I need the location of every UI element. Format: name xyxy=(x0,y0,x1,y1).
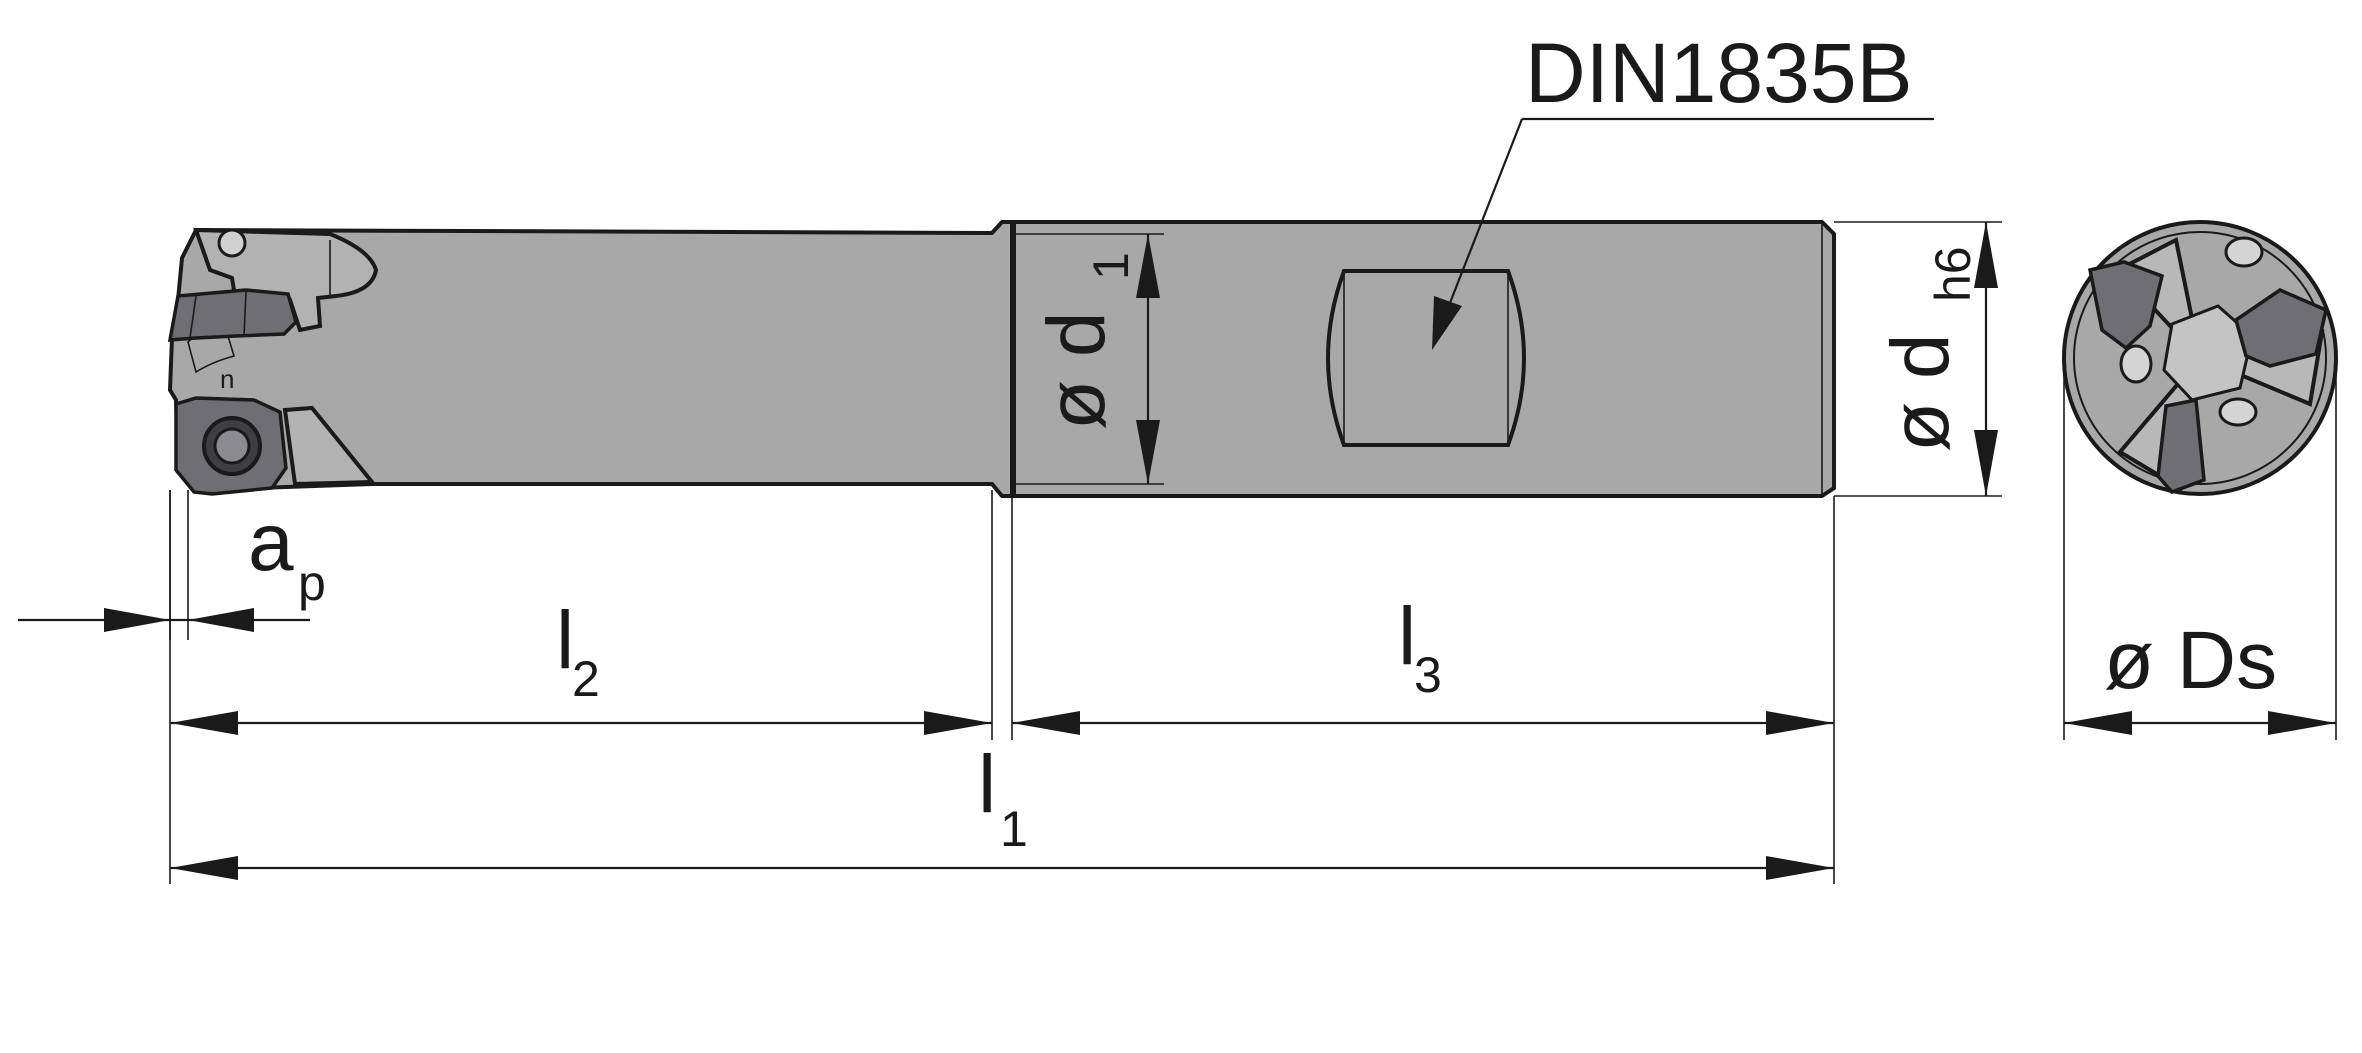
ap-arrow-left xyxy=(104,608,170,632)
d1-arrow-bottom xyxy=(1136,420,1160,484)
ds-label: ø Ds xyxy=(2104,615,2277,706)
head-detail-mark: n xyxy=(220,364,234,394)
end-insert-3 xyxy=(2156,397,2206,495)
ap-label: a xyxy=(248,497,294,588)
ds-arrow-right xyxy=(2268,711,2336,735)
l1-label: l xyxy=(978,739,996,830)
din-leader-line xyxy=(1446,118,1524,309)
l2-arrow-right xyxy=(924,711,992,735)
l3-label-sub: 3 xyxy=(1414,647,1442,703)
ap-label-sub: p xyxy=(298,555,326,611)
l2-arrow-left xyxy=(170,711,238,735)
end-coolant-hole-2 xyxy=(2224,236,2264,268)
l2-label: l xyxy=(556,595,574,686)
d1-label: ø d xyxy=(1031,312,1122,430)
l3-arrow-right xyxy=(1766,711,1834,735)
din-standard-label: DIN1835B xyxy=(1525,26,1913,120)
insert-screw-socket xyxy=(213,427,251,465)
l2-label-sub: 2 xyxy=(572,651,600,707)
tool-end-view: ø Ds xyxy=(2062,220,2338,740)
dh6-label: ø d xyxy=(1875,334,1966,452)
d1-arrow-top xyxy=(1136,234,1160,298)
l1-arrow-left xyxy=(170,856,238,880)
l1-label-sub: 1 xyxy=(1000,801,1028,857)
length-dimensions: l 2 l 3 l 1 xyxy=(169,490,1835,884)
weldon-flat xyxy=(1326,269,1526,447)
ap-arrow-right xyxy=(188,608,254,632)
dh6-arrow-top xyxy=(1974,222,1998,288)
din-callout: DIN1835B xyxy=(1432,26,1934,350)
ds-arrow-left xyxy=(2064,711,2132,735)
dh6-arrow-bottom xyxy=(1974,430,1998,496)
tool-side-view: n xyxy=(167,220,1836,498)
upper-insert xyxy=(167,288,298,342)
dh6-dimension: ø d h6 xyxy=(1834,221,2002,497)
d1-label-sub: 1 xyxy=(1083,252,1139,280)
end-insert-1 xyxy=(2087,260,2165,351)
ap-dimension: a p xyxy=(18,490,326,640)
d1-dimension: ø d 1 xyxy=(1014,233,1164,485)
end-insert-2 xyxy=(2233,288,2329,368)
l3-label: l xyxy=(1398,591,1416,682)
end-center-pocket xyxy=(2162,304,2254,402)
end-coolant-hole-1 xyxy=(2119,344,2153,384)
end-view-inner-ring xyxy=(2073,231,2327,485)
dh6-label-sub: h6 xyxy=(1925,246,1981,302)
head-flute-bottom xyxy=(282,405,377,487)
l1-arrow-right xyxy=(1766,856,1834,880)
l3-arrow-left xyxy=(1012,711,1080,735)
upper-insert-facet xyxy=(189,291,247,339)
din-leader-arrowhead xyxy=(1432,296,1462,350)
end-coolant-hole-3 xyxy=(2218,397,2258,427)
coolant-hole-top xyxy=(217,228,247,258)
